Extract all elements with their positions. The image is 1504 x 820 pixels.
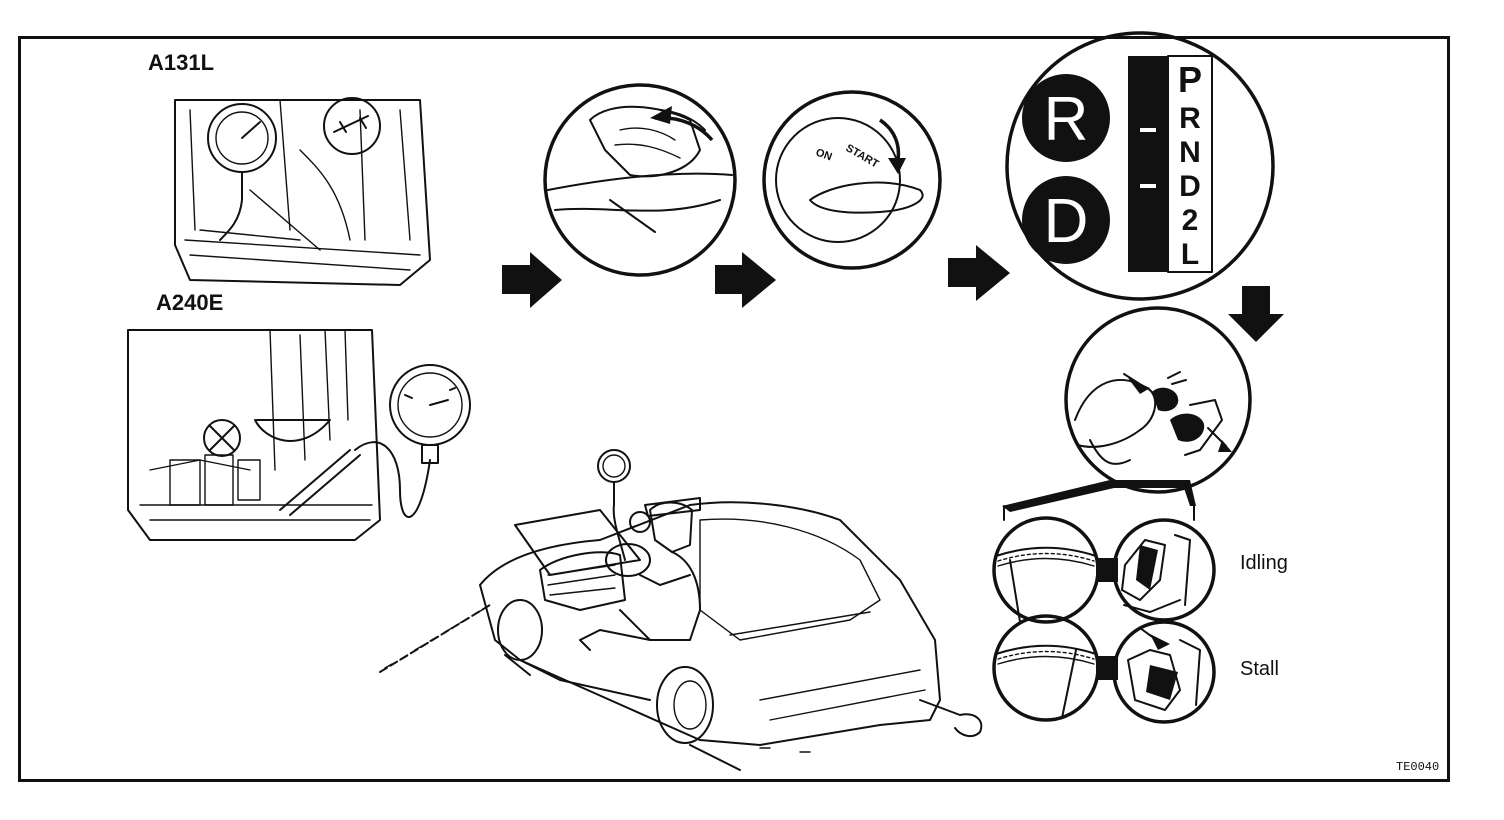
stall-pedal xyxy=(1114,622,1214,722)
a131l-transmission-illustration xyxy=(175,98,430,285)
a240e-transmission-illustration xyxy=(128,330,470,540)
idling-tachometer xyxy=(994,518,1118,622)
shift-selected-r: R xyxy=(1044,85,1089,154)
svg-text:ON: ON xyxy=(814,147,834,164)
shift-selected-d: D xyxy=(1044,187,1089,256)
parking-brake-detail xyxy=(545,85,735,275)
shift-indicator-detail: R D P R N D 2 L xyxy=(1007,33,1273,299)
ignition-key-detail: ON START xyxy=(764,92,940,268)
idling-pedal xyxy=(1114,520,1214,620)
arrow-right-2 xyxy=(715,252,776,308)
shift-pos-2: 2 xyxy=(1182,204,1199,237)
arrow-right-1 xyxy=(502,252,562,308)
arrow-right-3 xyxy=(948,245,1010,301)
pedals-detail xyxy=(1066,308,1250,492)
shift-pos-r: R xyxy=(1179,102,1201,135)
svg-text:START: START xyxy=(844,142,881,170)
car-stall-test-illustration xyxy=(380,450,981,770)
bracket-connector xyxy=(1002,480,1196,520)
shift-pos-d: D xyxy=(1179,170,1201,203)
arrow-down xyxy=(1228,286,1284,342)
shift-pos-p: P xyxy=(1178,59,1202,100)
shift-pos-n: N xyxy=(1179,136,1201,169)
shift-pos-l: L xyxy=(1181,238,1199,271)
stall-tachometer xyxy=(994,616,1118,720)
